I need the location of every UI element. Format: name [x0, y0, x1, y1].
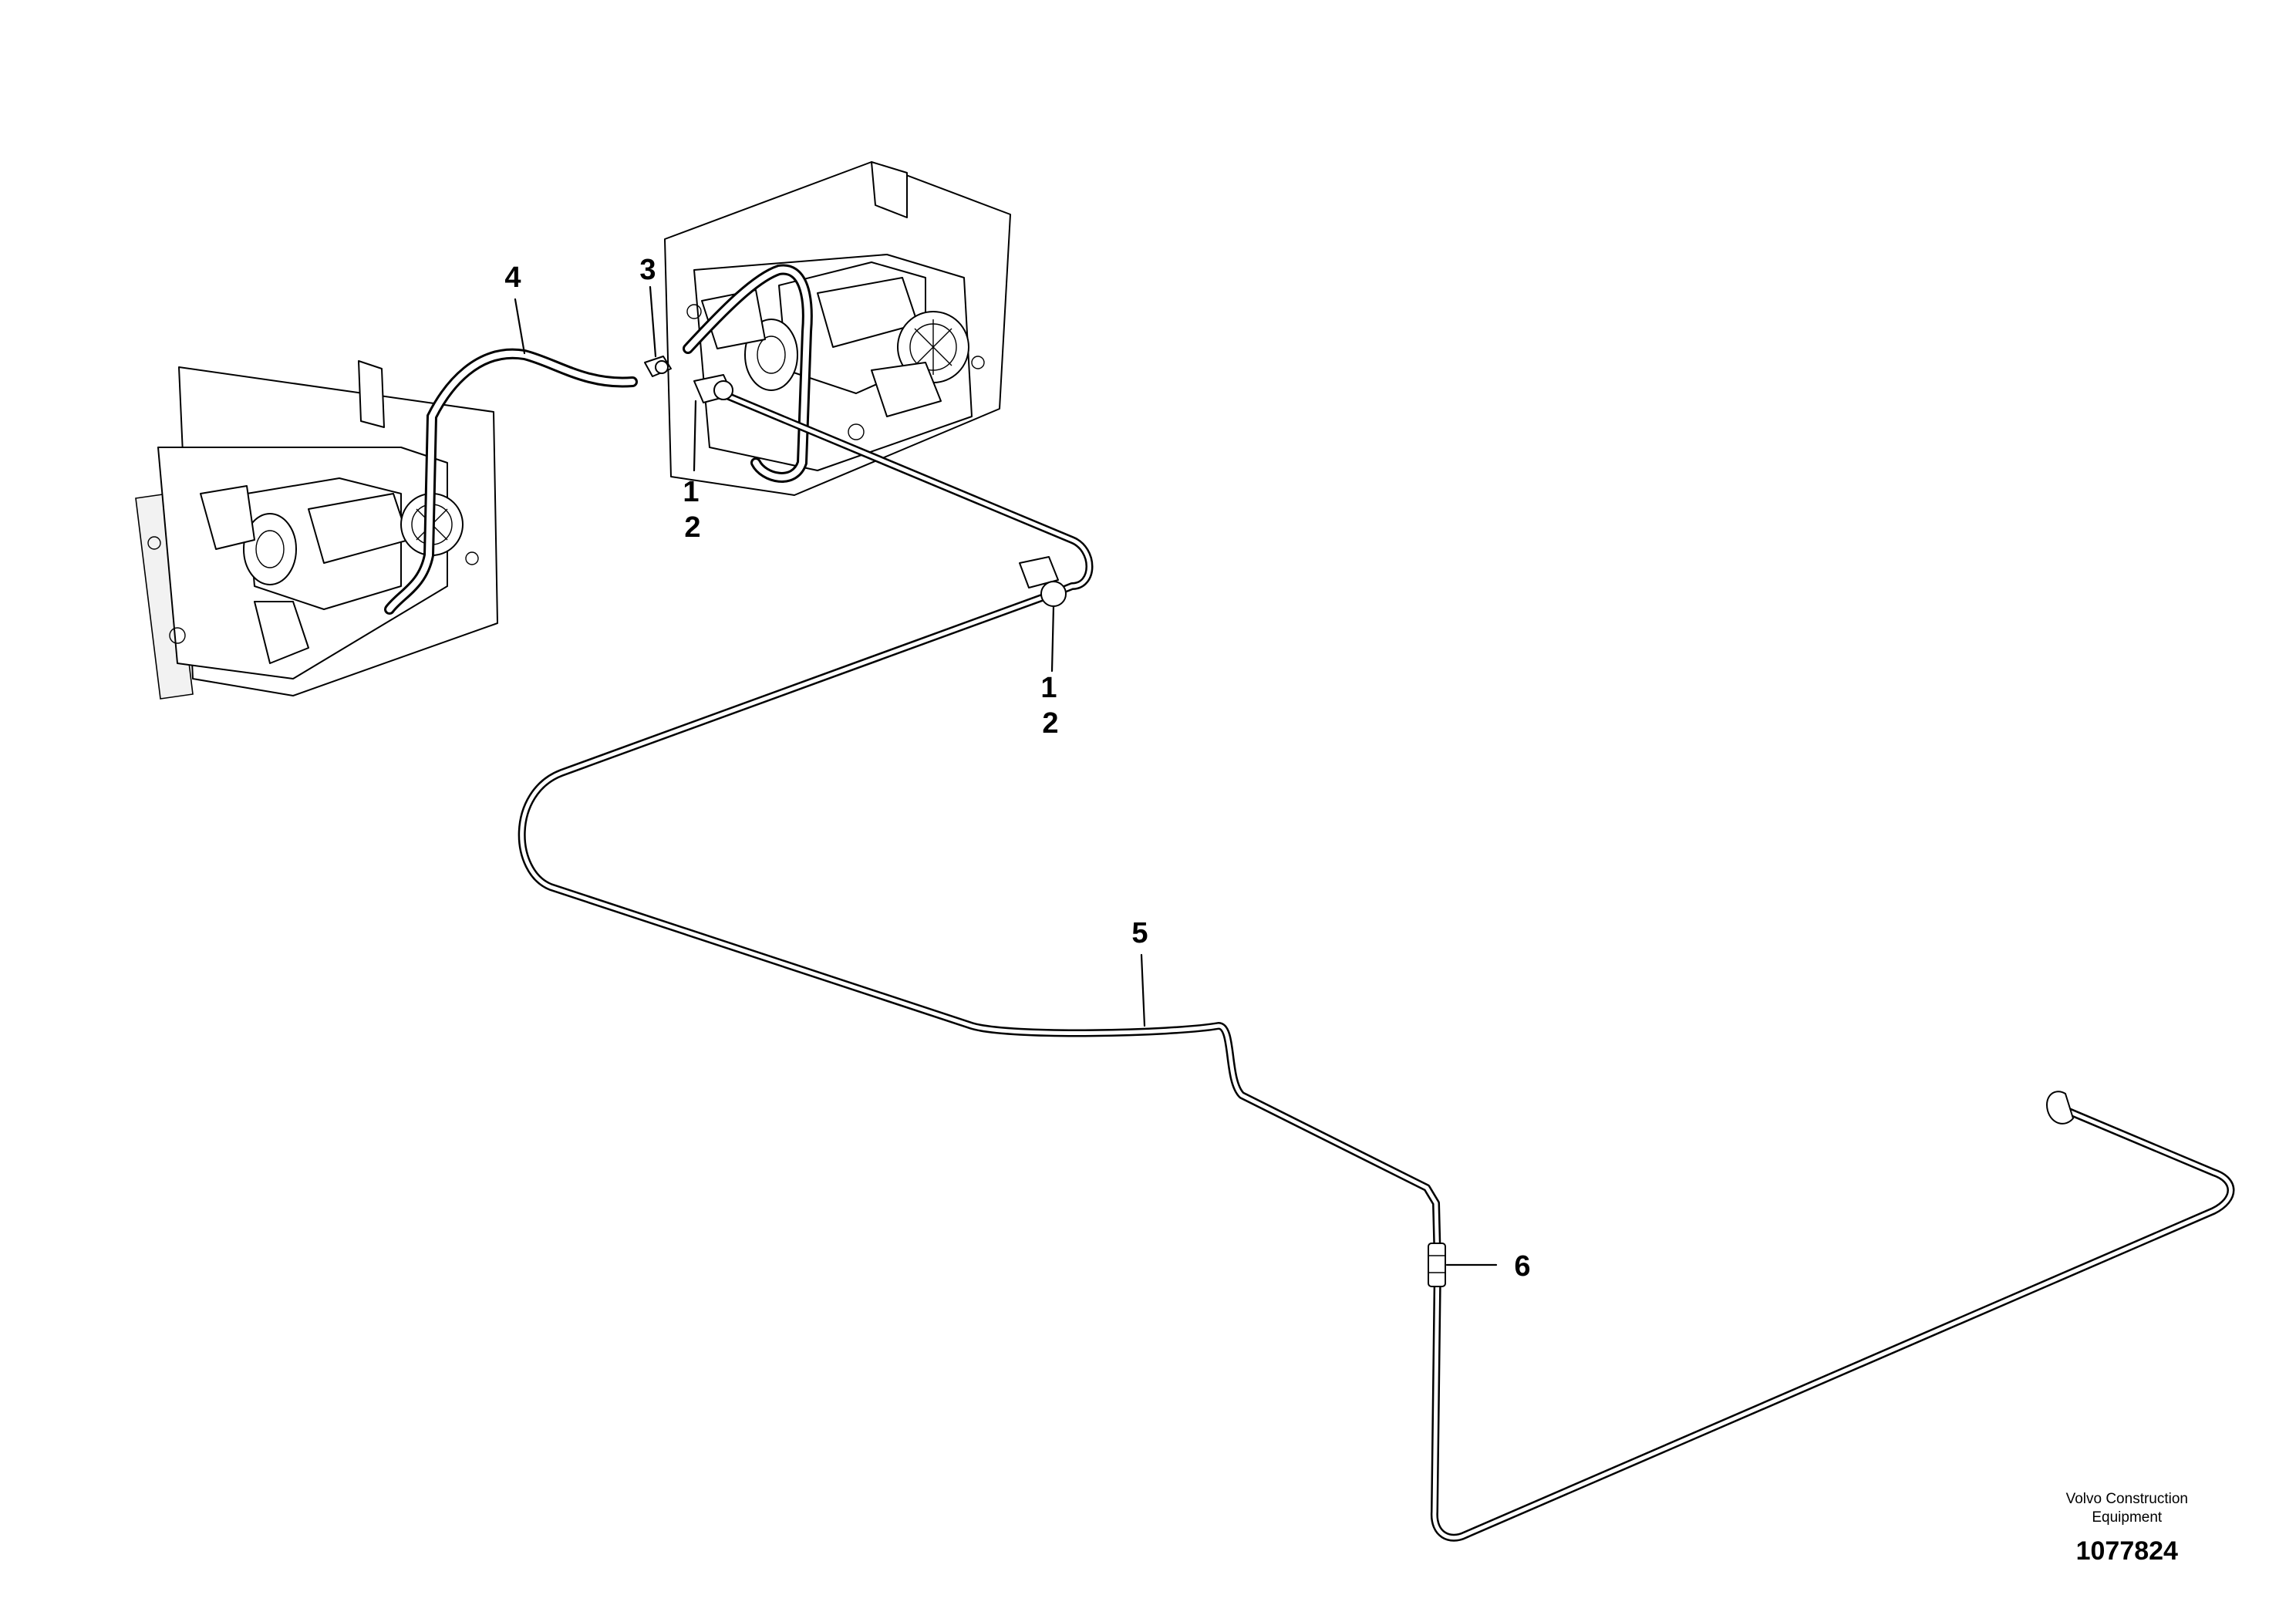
right-motor-hose — [683, 264, 813, 483]
check-valve — [1428, 1243, 1446, 1287]
callout-2-upper: 2 — [684, 511, 700, 544]
callout-1-lower: 1 — [1040, 672, 1057, 704]
callout-1-upper: 1 — [683, 476, 699, 508]
callout-3: 3 — [639, 254, 656, 286]
document-number: 1077824 — [2075, 1536, 2178, 1566]
connector-fitting — [644, 356, 672, 377]
maker-line-2: Equipment — [2092, 1509, 2163, 1526]
left-wiper-motor-assembly — [135, 360, 498, 700]
document-footer: Volvo Construction Equipment 1077824 — [2066, 1490, 2188, 1566]
maker-line-1: Volvo Construction — [2065, 1491, 2188, 1507]
washer-hose — [384, 348, 638, 615]
callout-4: 4 — [504, 261, 521, 294]
callout-5: 5 — [1131, 917, 1148, 949]
callouts: 1 2 1 2 3 4 5 6 — [504, 254, 1530, 1283]
callout-2-lower: 2 — [1042, 707, 1058, 740]
washer-tube — [518, 391, 2235, 1542]
tube-clamp-upper — [693, 374, 733, 403]
tube-clamp-lower — [1019, 556, 1067, 607]
callout-6: 6 — [1514, 1250, 1530, 1283]
washer-nozzle — [2046, 1091, 2074, 1125]
leader-lines — [514, 285, 1498, 1266]
right-wiper-motor-assembly — [664, 161, 1011, 496]
